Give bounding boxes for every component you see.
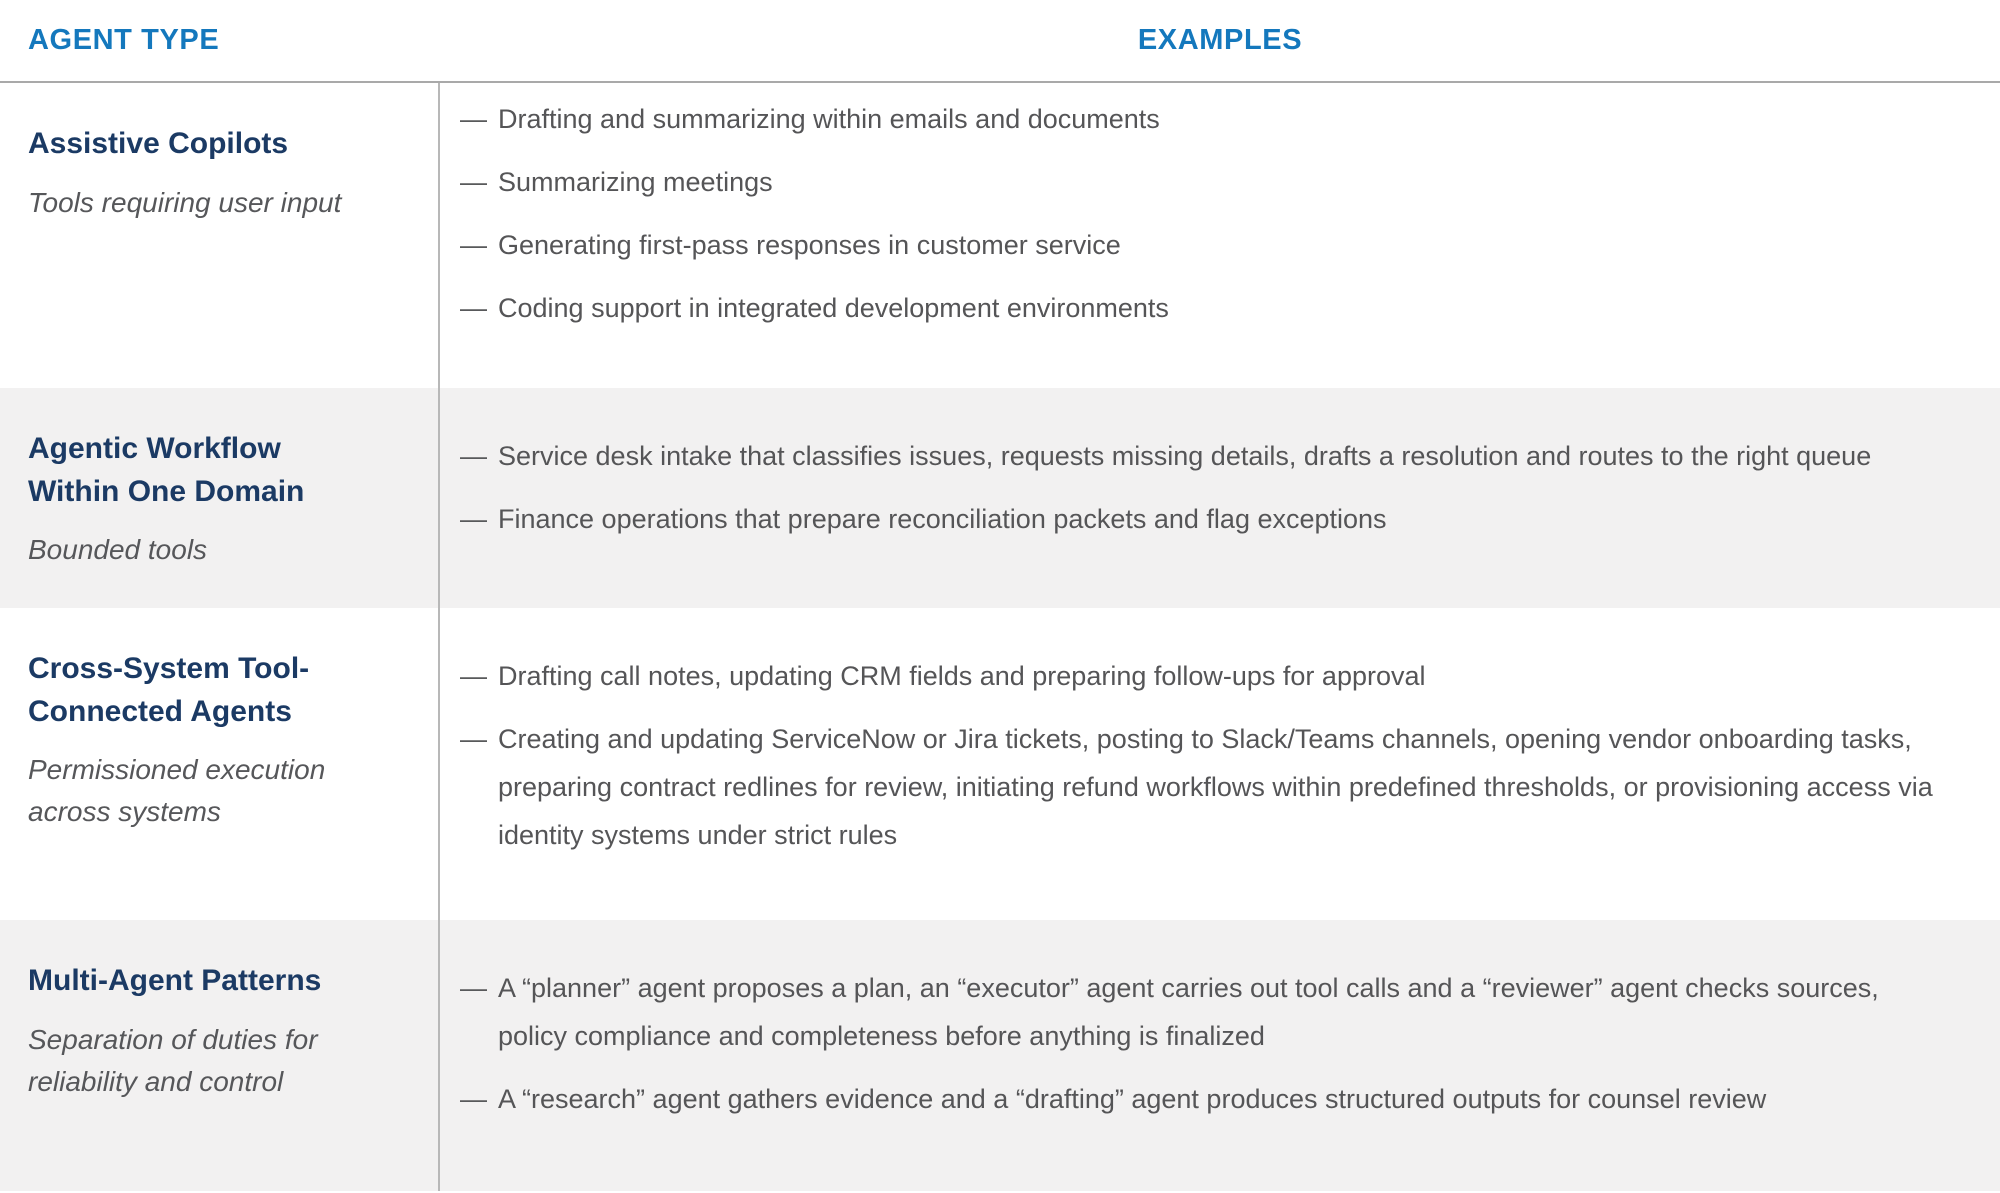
- example-item: — Coding support in integrated developme…: [460, 284, 1952, 332]
- dash-bullet-icon: —: [460, 104, 487, 134]
- example-text: Service desk intake that classifies issu…: [498, 441, 1872, 471]
- dash-bullet-icon: —: [460, 1084, 487, 1114]
- example-item: — Finance operations that prepare reconc…: [460, 495, 1952, 543]
- examples-cell: — Drafting call notes, updating CRM fiel…: [440, 608, 2000, 920]
- example-item: — Summarizing meetings: [460, 158, 1952, 206]
- example-text: Generating first-pass responses in custo…: [498, 230, 1121, 260]
- examples-cell: — A “planner” agent proposes a plan, an …: [440, 920, 2000, 1191]
- table-row-multi-agent-patterns: Multi-Agent Patterns Separation of dutie…: [0, 920, 2000, 1191]
- dash-bullet-icon: —: [460, 441, 487, 471]
- example-item: — Generating first-pass responses in cus…: [460, 221, 1952, 269]
- row-subtitle: Tools requiring user input: [28, 186, 342, 218]
- example-text: A “research” agent gathers evidence and …: [498, 1084, 1767, 1114]
- example-text: A “planner” agent proposes a plan, an “e…: [498, 973, 1879, 1051]
- agent-type-cell: Cross-System Tool-Connected Agents Permi…: [0, 608, 440, 920]
- example-item: — Service desk intake that classifies is…: [460, 432, 1952, 480]
- row-title: Assistive Copilots: [28, 127, 289, 160]
- example-text: Coding support in integrated development…: [498, 293, 1169, 323]
- dash-bullet-icon: —: [460, 724, 487, 754]
- row-subtitle: Permissioned execution across systems: [28, 754, 326, 828]
- table-row-agentic-workflow: Agentic Workflow Within One Domain Bound…: [0, 388, 2000, 608]
- example-item: — A “planner” agent proposes a plan, an …: [460, 964, 1952, 1060]
- agent-type-cell: Multi-Agent Patterns Separation of dutie…: [0, 920, 440, 1191]
- col-header-agent-type: AGENT TYPE: [28, 24, 220, 56]
- row-title: Agentic Workflow Within One Domain: [28, 432, 305, 508]
- example-text: Drafting call notes, updating CRM fields…: [498, 661, 1426, 691]
- table-row-assistive-copilots: Assistive Copilots Tools requiring user …: [0, 83, 2000, 388]
- row-subtitle: Separation of duties for reliability and…: [28, 1023, 318, 1097]
- row-title: Multi-Agent Patterns: [28, 964, 322, 997]
- dash-bullet-icon: —: [460, 973, 487, 1003]
- row-title: Cross-System Tool-Connected Agents: [28, 652, 310, 728]
- row-subtitle: Bounded tools: [28, 534, 208, 566]
- table-row-cross-system-agents: Cross-System Tool-Connected Agents Permi…: [0, 608, 2000, 920]
- example-text: Finance operations that prepare reconcil…: [498, 504, 1387, 534]
- dash-bullet-icon: —: [460, 230, 487, 260]
- example-item: — Drafting call notes, updating CRM fiel…: [460, 652, 1952, 700]
- table-header-row: AGENT TYPE EXAMPLES: [0, 0, 2000, 83]
- agent-type-header-cell: AGENT TYPE: [0, 0, 440, 81]
- dash-bullet-icon: —: [460, 661, 487, 691]
- example-item: — A “research” agent gathers evidence an…: [460, 1075, 1952, 1123]
- examples-cell: — Drafting and summarizing within emails…: [440, 83, 2000, 388]
- agent-type-cell: Assistive Copilots Tools requiring user …: [0, 83, 440, 388]
- example-text: Drafting and summarizing within emails a…: [498, 104, 1160, 134]
- example-text: Creating and updating ServiceNow or Jira…: [498, 724, 1933, 850]
- col-header-examples: EXAMPLES: [1137, 24, 1303, 56]
- dash-bullet-icon: —: [460, 504, 487, 534]
- agent-type-cell: Agentic Workflow Within One Domain Bound…: [0, 388, 440, 608]
- examples-cell: — Service desk intake that classifies is…: [440, 388, 2000, 608]
- example-item: — Creating and updating ServiceNow or Ji…: [460, 715, 1952, 859]
- example-item: — Drafting and summarizing within emails…: [460, 95, 1952, 143]
- examples-header-cell: EXAMPLES: [440, 0, 2000, 81]
- example-text: Summarizing meetings: [498, 167, 773, 197]
- dash-bullet-icon: —: [460, 293, 487, 323]
- dash-bullet-icon: —: [460, 167, 487, 197]
